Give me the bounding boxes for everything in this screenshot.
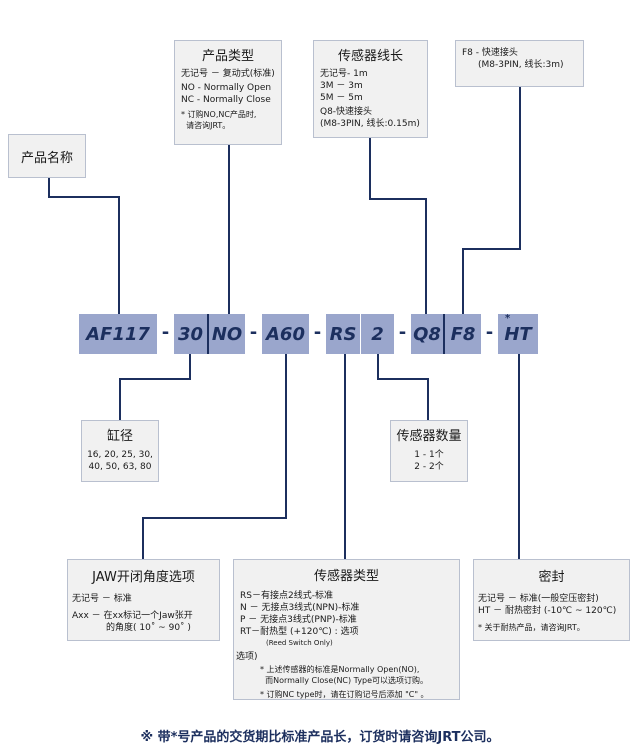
sensor-type-note: 而Normally Close(NC) Type可以选项订购。 bbox=[260, 676, 429, 685]
connector-line bbox=[118, 196, 120, 314]
code-part-sensor: RS bbox=[326, 314, 360, 354]
code-separator bbox=[207, 314, 209, 354]
sensor-type-reed: (Reed Switch Only) bbox=[266, 639, 333, 647]
connector-line bbox=[48, 178, 50, 198]
connector-line bbox=[377, 354, 379, 380]
code-part-angle: A60 bbox=[262, 314, 309, 354]
product-type-note: * 订购NO,NC产品时, bbox=[181, 110, 257, 119]
footer-note: ※ 带*号产品的交货期比标准产品长，订货时请咨询JRT公司。 bbox=[140, 730, 500, 745]
asterisk-mark: * bbox=[505, 313, 511, 324]
product-type-box: 产品类型 无记号 － 复动式(标准) NO - Normally Open NC… bbox=[174, 40, 282, 145]
sensor-type-line: RS－有接点2线式-标准 bbox=[240, 591, 333, 601]
sensor-type-line: N － 无接点3线式(NPN)-标准 bbox=[240, 603, 360, 613]
code-part-bore: 30 bbox=[174, 314, 207, 354]
jaw-angle-line: Axx － 在xx标记一个Jaw张开 bbox=[72, 611, 193, 621]
connector-line bbox=[377, 378, 429, 380]
code-dash: - bbox=[313, 322, 322, 343]
connector-line bbox=[119, 378, 191, 380]
connector-line bbox=[427, 378, 429, 420]
code-dash: - bbox=[398, 322, 407, 343]
connector-line bbox=[462, 248, 521, 250]
connector-line bbox=[142, 517, 144, 559]
seal-line: HT － 耐热密封 (-10℃ ~ 120℃) bbox=[478, 606, 617, 616]
sensor-type-line: RT－耐热型 (+120℃) : 选项 bbox=[240, 627, 359, 637]
connector-line bbox=[285, 354, 287, 519]
code-dash: - bbox=[161, 322, 170, 343]
connector-line bbox=[344, 354, 346, 559]
sensor-type-line: P － 无接点3线式(PNP)-标准 bbox=[240, 615, 357, 625]
product-type-title: 产品类型 bbox=[201, 49, 254, 64]
sensor-cable-line: 无记号- 1m bbox=[320, 69, 368, 79]
sensor-qty-title: 传感器数量 bbox=[396, 429, 462, 444]
jaw-angle-line: 无记号 － 标准 bbox=[72, 594, 132, 604]
product-type-line: 无记号 － 复动式(标准) bbox=[181, 69, 275, 79]
product-name-box: 产品名称 bbox=[8, 134, 86, 178]
bore-line: 40, 50, 63, 80 bbox=[88, 462, 152, 472]
jaw-angle-box: JAW开闭角度选项 无记号 － 标准 Axx － 在xx标记一个Jaw张开 的角… bbox=[67, 559, 220, 641]
sensor-cable-title: 传感器线长 bbox=[337, 49, 403, 64]
bore-title: 缸径 bbox=[106, 429, 133, 444]
seal-title: 密封 bbox=[538, 570, 565, 585]
jaw-angle-line: 的角度( 10˚ ~ 90˚ ) bbox=[106, 623, 191, 633]
connector-line bbox=[518, 354, 520, 559]
connector-line bbox=[425, 198, 427, 314]
connector-line bbox=[369, 198, 427, 200]
product-type-line: NC - Normally Close bbox=[181, 95, 271, 105]
bore-line: 16, 20, 25, 30, bbox=[87, 450, 153, 460]
seal-line: 无记号 － 标准(一般空压密封) bbox=[478, 594, 599, 604]
code-part-model: AF117 bbox=[79, 314, 157, 354]
product-type-note: 请咨询JRT。 bbox=[181, 121, 231, 130]
seal-box: 密封 无记号 － 标准(一般空压密封) HT － 耐热密封 (-10℃ ~ 12… bbox=[473, 559, 630, 641]
code-part-type: NO bbox=[209, 314, 245, 354]
sensor-cable-line: 5M － 5m bbox=[320, 93, 363, 103]
code-part-cable: Q8 bbox=[411, 314, 443, 354]
sensor-type-note: * 上述传感器的标准是Normally Open(NO), bbox=[260, 665, 420, 674]
code-dash: - bbox=[485, 322, 494, 343]
connector-line bbox=[519, 87, 521, 250]
connector-line bbox=[142, 517, 287, 519]
code-part-connector: F8 bbox=[445, 314, 481, 354]
code-separator bbox=[443, 314, 445, 354]
sensor-qty-line: 2 - 2个 bbox=[414, 462, 444, 472]
code-part-sensor-qty: 2 bbox=[361, 314, 394, 354]
sensor-type-title: 传感器类型 bbox=[313, 569, 379, 584]
connector-line-text: F8 - 快速接头 bbox=[462, 48, 518, 58]
sensor-type-note: * 订购NC type时，请在订购记号后添加 "C" 。 bbox=[260, 690, 429, 699]
sensor-type-option: 选项) bbox=[236, 652, 258, 662]
sensor-cable-box: 传感器线长 无记号- 1m 3M － 3m 5M － 5m Q8-快速接头 (M… bbox=[313, 40, 428, 138]
sensor-cable-line: Q8-快速接头 bbox=[320, 107, 373, 117]
bore-box: 缸径 16, 20, 25, 30, 40, 50, 63, 80 bbox=[81, 420, 159, 482]
sensor-cable-line: 3M － 3m bbox=[320, 81, 363, 91]
jaw-angle-title: JAW开闭角度选项 bbox=[92, 570, 195, 585]
code-part-seal: HT bbox=[498, 314, 538, 354]
connector-line bbox=[119, 378, 121, 420]
product-type-line: NO - Normally Open bbox=[181, 83, 272, 93]
connector-line bbox=[369, 138, 371, 200]
seal-note: * 关于耐热产品，请咨询JRT。 bbox=[478, 623, 585, 632]
sensor-type-box: 传感器类型 RS－有接点2线式-标准 N － 无接点3线式(NPN)-标准 P … bbox=[233, 559, 460, 700]
code-dash: - bbox=[249, 322, 258, 343]
connector-line bbox=[48, 196, 120, 198]
product-name-title: 产品名称 bbox=[20, 150, 73, 166]
connector-box: F8 - 快速接头 (M8-3PIN, 线长:3m) bbox=[455, 40, 584, 87]
connector-line bbox=[462, 248, 464, 314]
sensor-qty-line: 1 - 1个 bbox=[414, 450, 444, 460]
connector-line bbox=[228, 145, 230, 314]
sensor-qty-box: 传感器数量 1 - 1个 2 - 2个 bbox=[390, 420, 468, 482]
connector-line-text: (M8-3PIN, 线长:3m) bbox=[478, 60, 564, 70]
connector-line bbox=[189, 354, 191, 380]
sensor-cable-line: (M8-3PIN, 线长:0.15m) bbox=[320, 119, 420, 129]
